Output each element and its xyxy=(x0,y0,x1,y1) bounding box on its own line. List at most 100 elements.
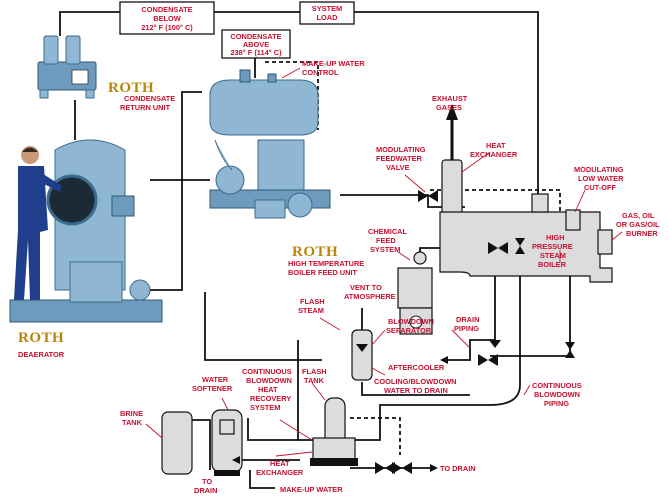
blowdown-separator xyxy=(351,329,373,381)
operator-figure xyxy=(14,146,62,300)
svg-text:RECOVERY: RECOVERY xyxy=(250,394,291,403)
steam-boiler xyxy=(439,193,613,283)
svg-text:SYSTEM: SYSTEM xyxy=(250,403,280,412)
water-softener xyxy=(211,409,243,476)
label-condensate-return-unit: CONDENSATE RETURN UNIT xyxy=(120,94,175,112)
svg-text:EXCHANGER: EXCHANGER xyxy=(470,150,518,159)
flow-arrows xyxy=(232,356,448,472)
drain-valves xyxy=(478,340,575,366)
label-deaerator: DEAERATOR xyxy=(18,350,65,359)
label-blowdown-separator: BLOWDOWN SEPARATOR xyxy=(386,317,434,335)
label-modulating-feedwater-valve: MODULATING FEEDWATER VALVE xyxy=(376,145,426,172)
label-water-softener: WATER SOFTENER xyxy=(192,375,233,393)
label-to-drain-left: TO DRAIN xyxy=(194,477,217,495)
svg-text:RETURN UNIT: RETURN UNIT xyxy=(120,103,171,112)
label-flash-steam: FLASH STEAM xyxy=(298,297,325,315)
label-cooling-blowdown-water: COOLING/BLOWDOWN WATER TO DRAIN xyxy=(374,377,457,395)
feedwater-valve xyxy=(418,190,438,202)
label-exhaust-gases: EXHAUST GASES xyxy=(432,94,468,112)
label-vent-to-atmosphere: VENT TO ATMOSPHERE xyxy=(344,283,396,301)
condensate-return-unit xyxy=(37,35,97,99)
svg-text:BLOWDOWN: BLOWDOWN xyxy=(246,376,292,385)
svg-text:VALVE: VALVE xyxy=(386,163,410,172)
svg-text:WATER TO DRAIN: WATER TO DRAIN xyxy=(384,386,448,395)
piping xyxy=(59,11,571,489)
svg-text:FLASH: FLASH xyxy=(302,367,327,376)
system-load-box: SYSTEM LOAD xyxy=(299,1,355,25)
svg-text:BLOWDOWN: BLOWDOWN xyxy=(534,390,580,399)
label-heat-exchanger-top: HEAT EXCHANGER xyxy=(470,141,518,159)
roth-logo-3: ROTH xyxy=(18,330,64,346)
svg-text:TANK: TANK xyxy=(122,418,143,427)
heat-exchanger-top xyxy=(441,104,463,223)
svg-text:EXCHANGER: EXCHANGER xyxy=(256,468,304,477)
svg-text:FLASH: FLASH xyxy=(300,297,325,306)
label-brine-tank: BRINE TANK xyxy=(120,409,143,427)
svg-text:CONTINUOUS: CONTINUOUS xyxy=(532,381,582,390)
label-low-water-cutoff: MODULATING LOW WATER CUT-OFF xyxy=(574,165,624,192)
svg-text:BRINE: BRINE xyxy=(120,409,143,418)
svg-text:SEPARATOR: SEPARATOR xyxy=(386,326,432,335)
svg-text:BLOWDOWN: BLOWDOWN xyxy=(388,317,434,326)
svg-text:OR GAS/OIL: OR GAS/OIL xyxy=(616,220,660,229)
chemical-feed-system xyxy=(397,251,433,335)
condensate-above-box: CONDENSATE ABOVE 238° F (114° C) xyxy=(221,29,291,59)
label-heat-recovery-system: CONTINUOUS BLOWDOWN HEAT RECOVERY SYSTEM xyxy=(242,367,292,412)
svg-text:ATMOSPHERE: ATMOSPHERE xyxy=(344,292,396,301)
svg-text:CONDENSATE: CONDENSATE xyxy=(141,5,192,14)
label-gas-oil-burner: GAS, OIL OR GAS/OIL BURNER xyxy=(616,211,660,238)
svg-text:HIGH TEMPERATURE: HIGH TEMPERATURE xyxy=(288,259,364,268)
label-heat-exchanger-bottom: HEAT EXCHANGER xyxy=(256,459,304,477)
label-makeup-water: MAKE-UP WATER xyxy=(280,485,343,494)
svg-text:TO: TO xyxy=(202,477,212,486)
bottom-drain-valves xyxy=(375,462,412,474)
label-steam-boiler: HIGH PRESSURE STEAM BOILER xyxy=(532,233,573,269)
svg-text:CONTROL: CONTROL xyxy=(302,68,339,77)
svg-text:WATER: WATER xyxy=(202,375,229,384)
svg-text:VENT TO: VENT TO xyxy=(350,283,382,292)
svg-text:GASES: GASES xyxy=(436,103,462,112)
label-aftercooler: AFTERCOOLER xyxy=(388,363,445,372)
brine-tank xyxy=(161,411,193,475)
svg-text:BELOW: BELOW xyxy=(153,14,181,23)
boiler-feed-unit xyxy=(209,69,331,219)
svg-text:HIGH: HIGH xyxy=(546,233,564,242)
label-continuous-blowdown-piping: CONTINUOUS BLOWDOWN PIPING xyxy=(532,381,582,408)
svg-text:CONDENSATE: CONDENSATE xyxy=(230,32,281,41)
svg-text:ABOVE: ABOVE xyxy=(243,40,269,49)
svg-text:FEEDWATER: FEEDWATER xyxy=(376,154,423,163)
flash-tank xyxy=(310,397,358,466)
leader-lines xyxy=(145,67,623,457)
svg-text:TANK: TANK xyxy=(304,376,325,385)
condensate-below-box: CONDENSATE BELOW 212° F (100° C) xyxy=(119,1,215,35)
svg-text:LOAD: LOAD xyxy=(317,13,339,22)
svg-text:CHEMICAL: CHEMICAL xyxy=(368,227,407,236)
svg-text:HEAT: HEAT xyxy=(486,141,506,150)
label-to-drain-right: TO DRAIN xyxy=(440,464,476,473)
svg-text:CONTINUOUS: CONTINUOUS xyxy=(242,367,292,376)
svg-text:CUT-OFF: CUT-OFF xyxy=(584,183,617,192)
svg-text:HEAT: HEAT xyxy=(270,459,290,468)
svg-text:STEAM: STEAM xyxy=(540,251,566,260)
svg-text:STEAM: STEAM xyxy=(298,306,324,315)
svg-text:BOILER FEED UNIT: BOILER FEED UNIT xyxy=(288,268,357,277)
label-boiler-feed-unit: HIGH TEMPERATURE BOILER FEED UNIT xyxy=(288,259,364,277)
svg-text:SYSTEM: SYSTEM xyxy=(312,4,342,13)
svg-text:SYSTEM: SYSTEM xyxy=(370,245,400,254)
svg-text:PIPING: PIPING xyxy=(544,399,569,408)
svg-text:BURNER: BURNER xyxy=(626,229,658,238)
label-makeup-water-control: MAKE-UP WATER CONTROL xyxy=(302,59,365,77)
svg-text:DRAIN: DRAIN xyxy=(456,315,479,324)
roth-logo-2: ROTH xyxy=(292,244,338,260)
svg-text:EXHAUST: EXHAUST xyxy=(432,94,468,103)
svg-text:DRAIN: DRAIN xyxy=(194,486,217,495)
svg-text:PIPING: PIPING xyxy=(454,324,479,333)
svg-text:BOILER: BOILER xyxy=(538,260,567,269)
svg-text:CONDENSATE: CONDENSATE xyxy=(124,94,175,103)
svg-text:SOFTENER: SOFTENER xyxy=(192,384,233,393)
svg-text:PRESSURE: PRESSURE xyxy=(532,242,573,251)
label-flash-tank: FLASH TANK xyxy=(302,367,327,385)
svg-text:FEED: FEED xyxy=(376,236,396,245)
